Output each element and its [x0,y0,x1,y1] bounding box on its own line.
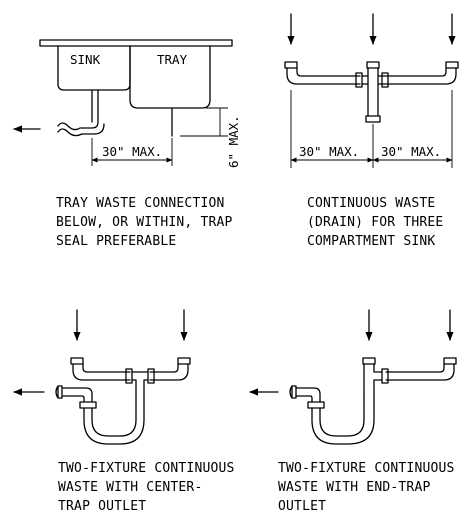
height-dimension-label: 6" MAX. [226,115,241,168]
caption-2-line-3: COMPARTMENT SINK [307,234,435,249]
caption-2-line-2: (DRAIN) FOR THREE [307,215,443,230]
coupling-right [381,72,389,88]
trap-nut [79,401,97,409]
caption-4-line-2: WASTE WITH END-TRAP [278,480,431,495]
caption-4-line-3: OUTLET [278,499,326,514]
tailpiece-left [70,357,84,365]
dimension-label-right: 30" MAX. [381,144,441,159]
end-tee [363,363,383,401]
caption-3-line-1: TWO-FIXTURE CONTINUOUS [58,461,235,476]
sink-label: SINK [70,52,101,67]
waste-pipe-left [286,67,361,85]
tray-bowl [129,45,211,109]
tray-label: TRAY [157,52,188,67]
diagram-center-trap: TWO-FIXTURE CONTINUOUS WASTE WITH CENTER… [13,309,235,514]
caption-3-line-2: WASTE WITH CENTER- [58,480,202,495]
caption-4-line-1: TWO-FIXTURE CONTINUOUS [278,461,455,476]
sink-trap [57,117,99,131]
waste-pipe-right [383,67,457,85]
trap-outlet [289,385,297,399]
width-dimension-label: 30" MAX. [102,144,162,159]
coupling-left [125,368,133,384]
dimension-label-left: 30" MAX. [299,144,359,159]
tailpiece-right [177,357,191,365]
trap-arm [61,387,93,403]
waste-arm-left [72,363,131,381]
tailpiece-center [366,61,380,69]
caption-1-line-3: SEAL PREFERABLE [56,234,176,249]
diagram-three-compartment: 30" MAX. 30" MAX. CONTINUOUS WASTE (DRAI… [284,13,459,249]
diagram-end-trap: TWO-FIXTURE CONTINUOUS WASTE WITH END-TR… [249,309,457,514]
coupling-right [147,368,155,384]
caption-2-line-1: CONTINUOUS WASTE [307,196,435,211]
center-tee [131,371,149,401]
coupling-left [355,72,363,88]
diagram-sink-tray: SINK TRAY 30" MAX. 6" MAX. TRAY WASTE CO… [13,39,241,249]
p-trap [83,399,145,445]
caption-1-line-1: TRAY WASTE CONNECTION [56,196,225,211]
waste-arm-right [149,363,189,381]
center-tee [361,67,385,117]
p-trap [311,399,375,445]
trap-nut [307,401,325,409]
tailpiece-right [445,61,459,69]
caption-1-line-2: BELOW, OR WITHIN, TRAP [56,215,233,230]
counter-rim [39,39,233,47]
trap-outlet [55,385,63,399]
sink-drain-pipe [91,89,99,123]
tailpiece-right [443,357,457,365]
caption-3-line-3: TRAP OUTLET [58,499,146,514]
tailpiece-left [362,357,376,365]
waste-pipe [385,363,455,381]
tailpiece-left [284,61,298,69]
trap-outlet [57,123,105,137]
trap-arm [295,387,321,403]
coupling [381,368,389,384]
center-outlet [365,115,381,123]
